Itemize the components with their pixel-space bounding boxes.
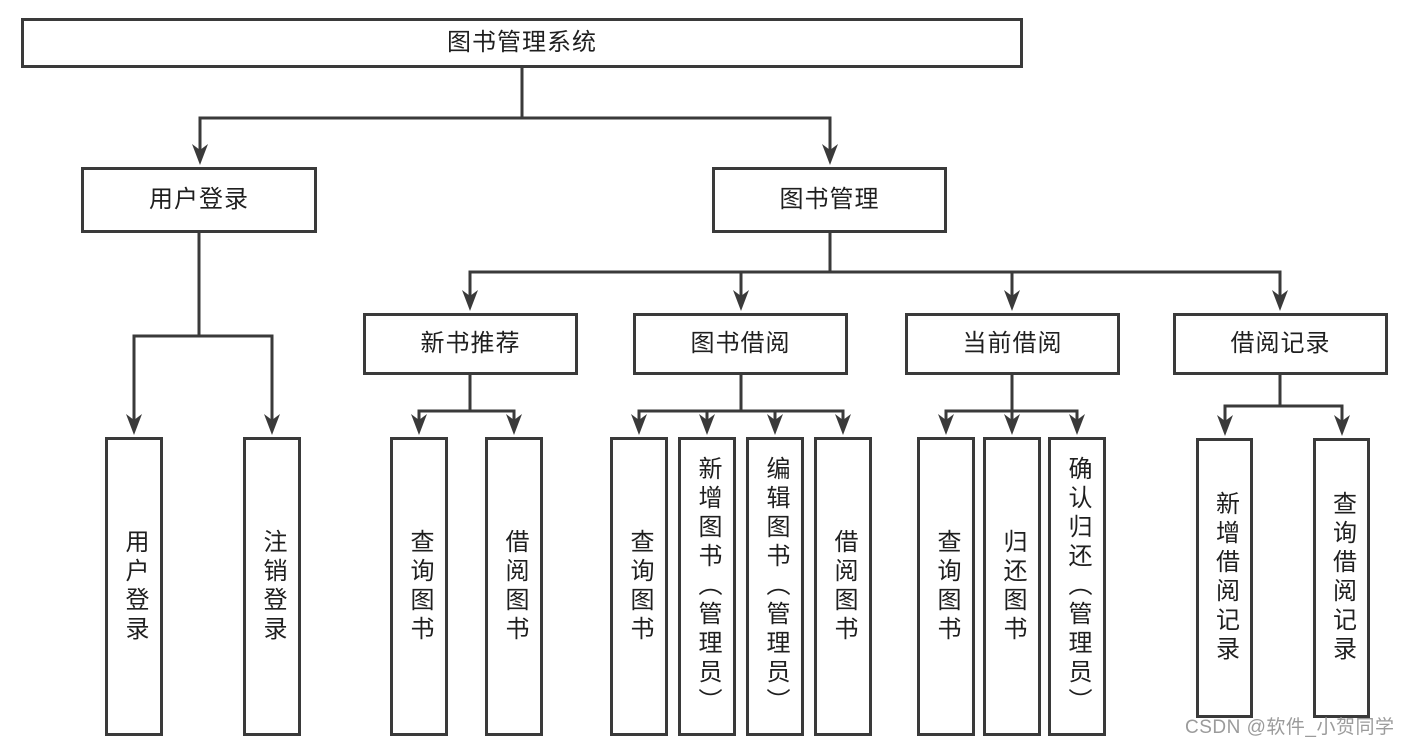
arrowhead (631, 414, 647, 435)
arrowhead (462, 290, 478, 311)
arrowhead (1004, 290, 1020, 311)
arrowhead (767, 414, 783, 435)
node-new-book-recommend: 新书推荐 (363, 313, 578, 375)
arrowhead (835, 414, 851, 435)
arrowhead (1069, 414, 1085, 435)
leaf-query-book-current: 查询图书 (917, 437, 975, 736)
node-book-borrow: 图书借阅 (633, 313, 848, 375)
arrowhead (1004, 414, 1020, 435)
node-current-borrow: 当前借阅 (905, 313, 1120, 375)
arrowhead (822, 144, 838, 165)
leaf-logout: 注销登录 (243, 437, 301, 736)
arrowhead (264, 414, 280, 435)
node-book-management: 图书管理 (712, 167, 947, 233)
arrowhead (1272, 290, 1288, 311)
arrowhead (126, 414, 142, 435)
leaf-user-login: 用户登录 (105, 437, 163, 736)
node-user-login: 用户登录 (81, 167, 317, 233)
node-borrow-records: 借阅记录 (1173, 313, 1388, 375)
leaf-confirm-return-admin: 确认归还（管理员） (1048, 437, 1106, 736)
arrowhead (1334, 415, 1350, 436)
leaf-borrow-book-recommend: 借阅图书 (485, 437, 543, 736)
arrowhead (733, 290, 749, 311)
leaf-add-borrow-record: 新增借阅记录 (1196, 438, 1253, 718)
arrowhead (192, 144, 208, 165)
leaf-query-borrow-record: 查询借阅记录 (1313, 438, 1370, 718)
tree-edges (132, 66, 1344, 423)
leaf-borrow-book-borrow: 借阅图书 (814, 437, 872, 736)
leaf-query-book-borrow: 查询图书 (610, 437, 668, 736)
csdn-watermark: CSDN @软件_小贺同学 (1185, 717, 1395, 738)
arrowhead (506, 414, 522, 435)
node-root: 图书管理系统 (21, 18, 1023, 68)
arrowhead (1217, 415, 1233, 436)
arrowhead (411, 414, 427, 435)
leaf-return-book: 归还图书 (983, 437, 1041, 736)
leaf-query-book-recommend: 查询图书 (390, 437, 448, 736)
leaf-add-book-admin: 新增图书（管理员） (678, 437, 736, 736)
arrowhead (699, 414, 715, 435)
leaf-edit-book-admin: 编辑图书（管理员） (746, 437, 804, 736)
arrowhead (938, 414, 954, 435)
